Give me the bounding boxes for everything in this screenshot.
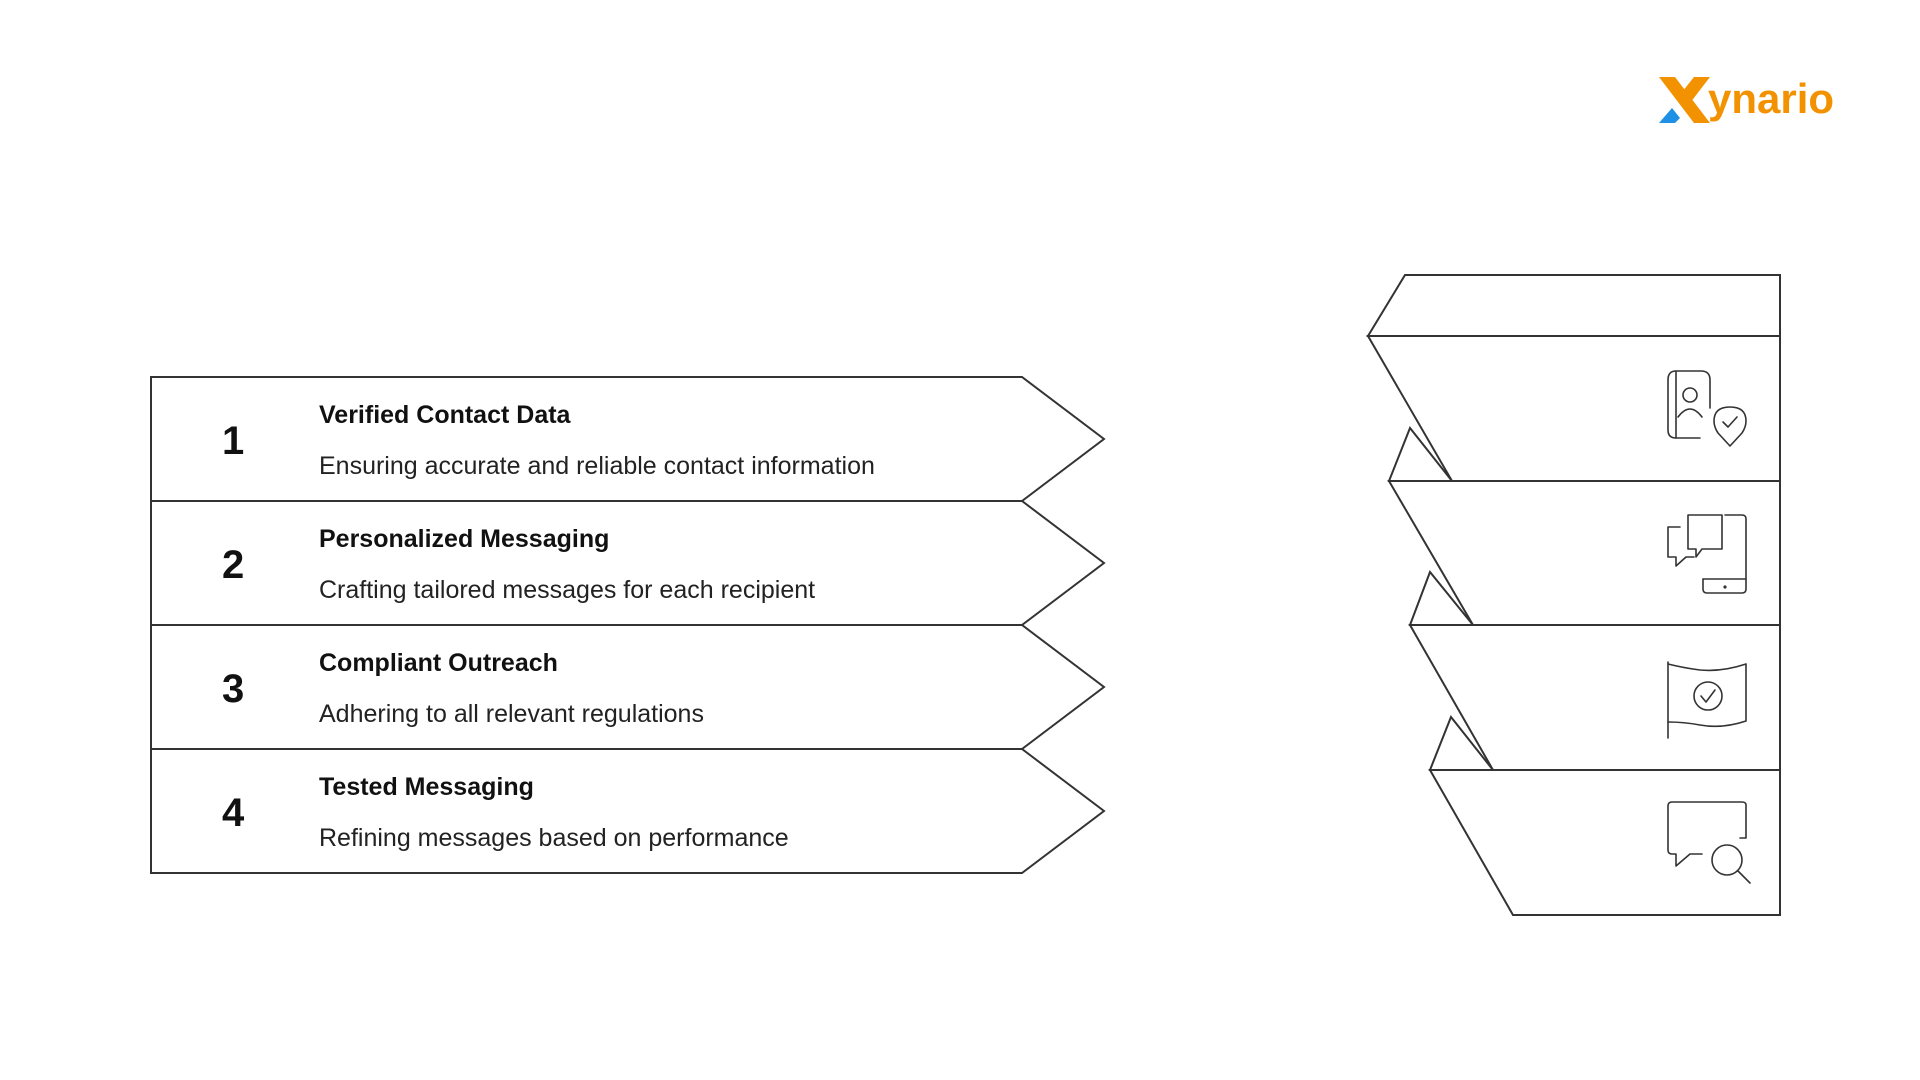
- step-3: 3 Compliant Outreach Adhering to all rel…: [150, 624, 1106, 750]
- step-3-description: Adhering to all relevant regulations: [319, 700, 704, 728]
- ribbon-stack: [1366, 274, 1781, 916]
- step-2-number: 2: [222, 543, 244, 587]
- step-4-number: 4: [222, 791, 245, 835]
- step-1-title: Verified Contact Data: [319, 401, 572, 429]
- step-1: 1 Verified Contact Data Ensuring accurat…: [150, 376, 1106, 502]
- contact-verified-icon: [1667, 370, 1747, 447]
- step-4-arrow: [150, 748, 1106, 874]
- ribbon-top-cap: [1366, 274, 1781, 337]
- xynario-logo: ynario: [1659, 75, 1834, 123]
- step-2: 2 Personalized Messaging Crafting tailor…: [150, 500, 1106, 626]
- step-1-number: 1: [222, 419, 244, 463]
- flag-check-icon: [1667, 661, 1747, 739]
- step-3-title: Compliant Outreach: [319, 649, 558, 677]
- step-4-title: Tested Messaging: [319, 773, 534, 801]
- step-3-number: 3: [222, 667, 244, 711]
- step-2-title: Personalized Messaging: [319, 525, 609, 553]
- step-2-description: Crafting tailored messages for each reci…: [319, 576, 815, 604]
- step-3-arrow: [150, 624, 1106, 750]
- logo-x-mark: [1659, 77, 1710, 123]
- chat-mobile-icon: [1667, 514, 1747, 594]
- ribbon-band-4: [1428, 769, 1781, 916]
- step-2-arrow: [150, 500, 1106, 626]
- step-4-description: Refining messages based on performance: [319, 824, 789, 852]
- step-1-description: Ensuring accurate and reliable contact i…: [319, 452, 875, 480]
- chat-search-icon: [1667, 801, 1751, 884]
- step-1-arrow: [150, 376, 1106, 502]
- logo-text: ynario: [1708, 75, 1834, 122]
- step-4: 4 Tested Messaging Refining messages bas…: [150, 748, 1106, 874]
